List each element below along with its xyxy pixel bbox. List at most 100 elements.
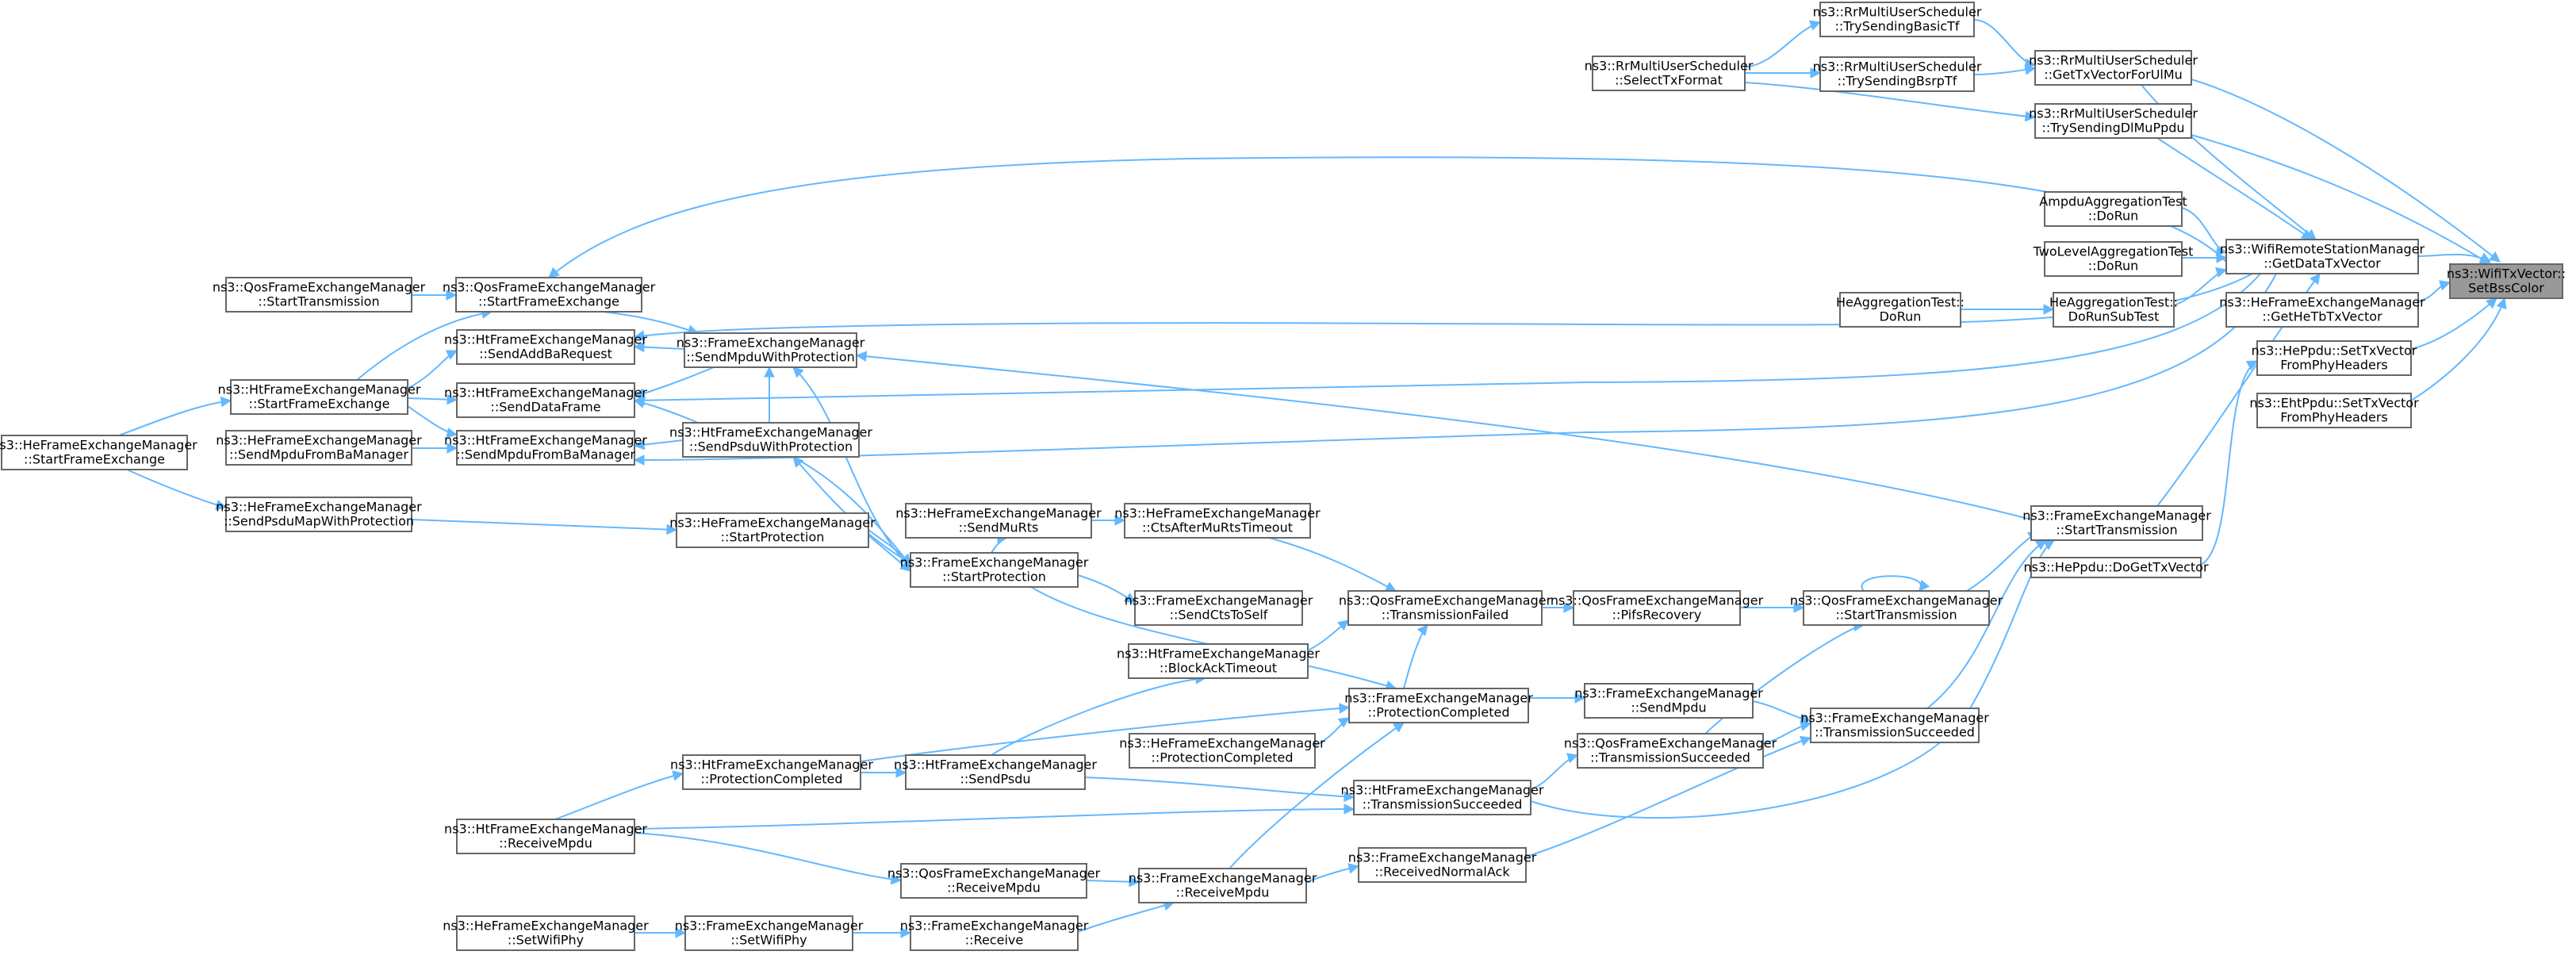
node-qos_tf[interactable]: ns3::QosFrameExchangeManager::Transmissi… [1339, 590, 1552, 626]
arrowhead [2300, 229, 2313, 240]
node-label-line: ::BlockAckTimeout [1160, 661, 1277, 676]
node-bsrptf[interactable]: ns3::RrMultiUserScheduler::TrySendingBsr… [1813, 56, 1982, 92]
edge-basictf-to-gettxul [1973, 19, 2037, 69]
node-qos_ts[interactable]: ns3::QosFrameExchangeManager::Transmissi… [1564, 733, 1777, 769]
arrowhead [1574, 692, 1586, 704]
node-fem_receive[interactable]: ns3::FrameExchangeManager::Receive [900, 915, 1089, 951]
node-label-line: ns3::HeFrameExchangeManager [1119, 736, 1325, 751]
edge-gettxul-to-root [2191, 79, 2501, 263]
node-label-line: ns3::HePpdu::DoGetTxVector [2023, 560, 2208, 575]
node-fem_setphy[interactable]: ns3::FrameExchangeManager::SetWifiPhy [675, 915, 864, 951]
edge-line [2200, 360, 2258, 566]
arrowhead [899, 554, 911, 566]
edge-fem_st-to-fem_smwp [855, 351, 2032, 520]
edge-fem_smwp-to-htfem_aba [633, 341, 685, 353]
node-heaggrun[interactable]: HeAggregationTest::DoRun [1836, 292, 1965, 328]
node-fem_smwp[interactable]: ns3::FrameExchangeManager::SendMpduWithP… [677, 332, 865, 368]
edge-line [1926, 539, 2047, 709]
node-hefem_sfe[interactable]: ns3::HeFrameExchangeManager::StartFrameE… [0, 435, 197, 470]
node-heaggsub[interactable]: HeAggregationTest::DoRunSubTest [2049, 292, 2178, 328]
edge-line [856, 355, 2032, 520]
node-label-line: ::ProtectionCompleted [701, 772, 843, 787]
node-qos_sfe[interactable]: ns3::QosFrameExchangeManager::StartFrame… [443, 277, 656, 313]
node-box [905, 754, 1086, 790]
node-wrsm[interactable]: ns3::WifiRemoteStationManager::GetDataTx… [2220, 239, 2425, 274]
node-ampdu[interactable]: AmpduAggregationTest::DoRun [2039, 191, 2187, 227]
node-trydlmu[interactable]: ns3::RrMultiUserScheduler::TrySendingDlM… [2029, 103, 2198, 139]
arrowhead [1392, 722, 1405, 733]
node-htfem_recvmpdu[interactable]: ns3::HtFrameExchangeManager::ReceiveMpdu [444, 819, 647, 854]
node-box [2030, 557, 2202, 578]
node-heftb[interactable]: ns3::HeFrameExchangeManager::GetHeTbTxVe… [2219, 292, 2425, 328]
node-label-line: ::SendMpduFromBaManager [456, 447, 635, 462]
node-label-line: TwoLevelAggregationTest [2033, 244, 2194, 259]
edge-line [1744, 21, 1821, 68]
node-basictf[interactable]: ns3::RrMultiUserScheduler::TrySendingBas… [1813, 2, 1982, 37]
arrowhead [2310, 273, 2321, 286]
node-label-line: ::SendMpdu [1631, 700, 1706, 715]
node-label-line: ns3::FrameExchangeManager [1344, 691, 1533, 706]
node-fem_pc[interactable]: ns3::FrameExchangeManager::ProtectionCom… [1344, 688, 1533, 723]
node-htfem_ts[interactable]: ns3::HtFrameExchangeManager::Transmissio… [1341, 780, 1544, 815]
node-fem_st[interactable]: ns3::FrameExchangeManager::StartTransmis… [2022, 505, 2211, 541]
node-label-line: ::TrySendingDlMuPpdu [2041, 121, 2184, 136]
node-htfem_bat[interactable]: ns3::HtFrameExchangeManager::BlockAckTim… [1117, 643, 1320, 679]
node-label-line: HeAggregationTest:: [1836, 295, 1965, 310]
node-fem_recvmpdu[interactable]: ns3::FrameExchangeManager::ReceiveMpdu [1129, 868, 1317, 903]
node-fem_ts[interactable]: ns3::FrameExchangeManager::TransmissionS… [1800, 708, 1989, 743]
arrowhead [2043, 304, 2055, 315]
node-hefem_smfba[interactable]: ns3::HeFrameExchangeManager::SendMpduFro… [216, 430, 422, 466]
node-fem_sendmpdu[interactable]: ns3::FrameExchangeManager::SendMpdu [1574, 683, 1763, 719]
node-htfem_sfe[interactable]: ns3::HtFrameExchangeManager::StartFrameE… [218, 379, 421, 415]
node-selecttx[interactable]: ns3::RrMultiUserScheduler::SelectTxForma… [1585, 56, 1754, 91]
node-label-line: ::SendMuRts [959, 520, 1039, 535]
node-box [682, 754, 861, 790]
edge-fem_sp-to-fem_smwp [792, 366, 911, 568]
node-gettxul[interactable]: ns3::RrMultiUserScheduler::GetTxVectorFo… [2029, 50, 2198, 86]
node-qos_st[interactable]: ns3::QosFrameExchangeManager::StartTrans… [1790, 590, 2003, 626]
node-label-line: ::SetWifiPhy [508, 933, 584, 948]
edge-line [1268, 537, 1397, 592]
edge-line [792, 366, 911, 568]
node-label-line: SetBssColor [2468, 281, 2544, 296]
node-label-line: ::TransmissionSucceeded [1590, 750, 1750, 765]
node-box [2044, 241, 2183, 277]
edge-fem_smwp-to-htfem_sdf [633, 366, 715, 399]
node-htfem_sdf[interactable]: ns3::HtFrameExchangeManager::SendDataFra… [444, 382, 647, 418]
node-htfem_aba[interactable]: ns3::HtFrameExchangeManager::SendAddBaRe… [444, 329, 647, 365]
arrowhead [2024, 64, 2037, 75]
edge-fem_pc-to-fem_sendmpdu [1528, 692, 1586, 704]
node-hefem_ctsto[interactable]: ns3::HeFrameExchangeManager::CtsAfterMuR… [1114, 503, 1321, 539]
node-htfem_smfba[interactable]: ns3::HtFrameExchangeManager::SendMpduFro… [444, 430, 647, 466]
node-qos_fst[interactable]: ns3::QosFrameExchangeManager::StartTrans… [213, 277, 426, 313]
node-hefem_sendmurts[interactable]: ns3::HeFrameExchangeManager::SendMuRts [895, 503, 1102, 539]
node-qos_pifs[interactable]: ns3::QosFrameExchangeManager::PifsRecove… [1551, 590, 1764, 626]
node-htfem_spwp[interactable]: ns3::HtFrameExchangeManager::SendPsduWit… [669, 422, 872, 458]
node-fem_rna[interactable]: ns3::FrameExchangeManager::ReceivedNorma… [1348, 847, 1537, 883]
node-root: ns3::WifiTxVector::SetBssColor [2447, 263, 2566, 299]
node-fem_ctsself[interactable]: ns3::FrameExchangeManager::SendCtsToSelf [1125, 590, 1313, 626]
node-label-line: ::TransmissionFailed [1382, 608, 1509, 623]
node-hefem_sp[interactable]: ns3::HeFrameExchangeManager::StartProtec… [669, 512, 876, 548]
node-qos_recvmpdu[interactable]: ns3::QosFrameExchangeManager::ReceiveMpd… [887, 863, 1101, 899]
node-htfem_pc[interactable]: ns3::HtFrameExchangeManager::ProtectionC… [670, 754, 873, 790]
node-label-line: ns3::HeFrameExchangeManager [216, 433, 422, 448]
node-hefem_setphy[interactable]: ns3::HeFrameExchangeManager::SetWifiPhy [443, 915, 649, 951]
node-hefem_pc[interactable]: ns3::HeFrameExchangeManager::ProtectionC… [1119, 733, 1325, 769]
node-box [2225, 292, 2419, 328]
arrowhead [633, 439, 646, 451]
node-hefem_spmwp[interactable]: ns3::HeFrameExchangeManager::SendPsduMap… [216, 497, 422, 532]
node-twolevel[interactable]: TwoLevelAggregationTest::DoRun [2033, 241, 2194, 277]
node-hedoget[interactable]: ns3::HePpdu::DoGetTxVector [2023, 557, 2209, 578]
node-label-line: ns3::FrameExchangeManager [677, 336, 865, 351]
node-label-line: ::ProtectionCompleted [1368, 705, 1510, 720]
node-htfem_sendpsdu[interactable]: ns3::HtFrameExchangeManager::SendPsdu [894, 754, 1097, 790]
edge-wrsm-to-htfem_smfba [633, 273, 2277, 466]
arrowhead [2245, 360, 2258, 370]
node-fem_sp[interactable]: ns3::FrameExchangeManager::StartProtecti… [900, 552, 1089, 588]
node-box [2030, 505, 2203, 541]
arrowhead [2496, 297, 2507, 310]
node-box [910, 915, 1079, 951]
